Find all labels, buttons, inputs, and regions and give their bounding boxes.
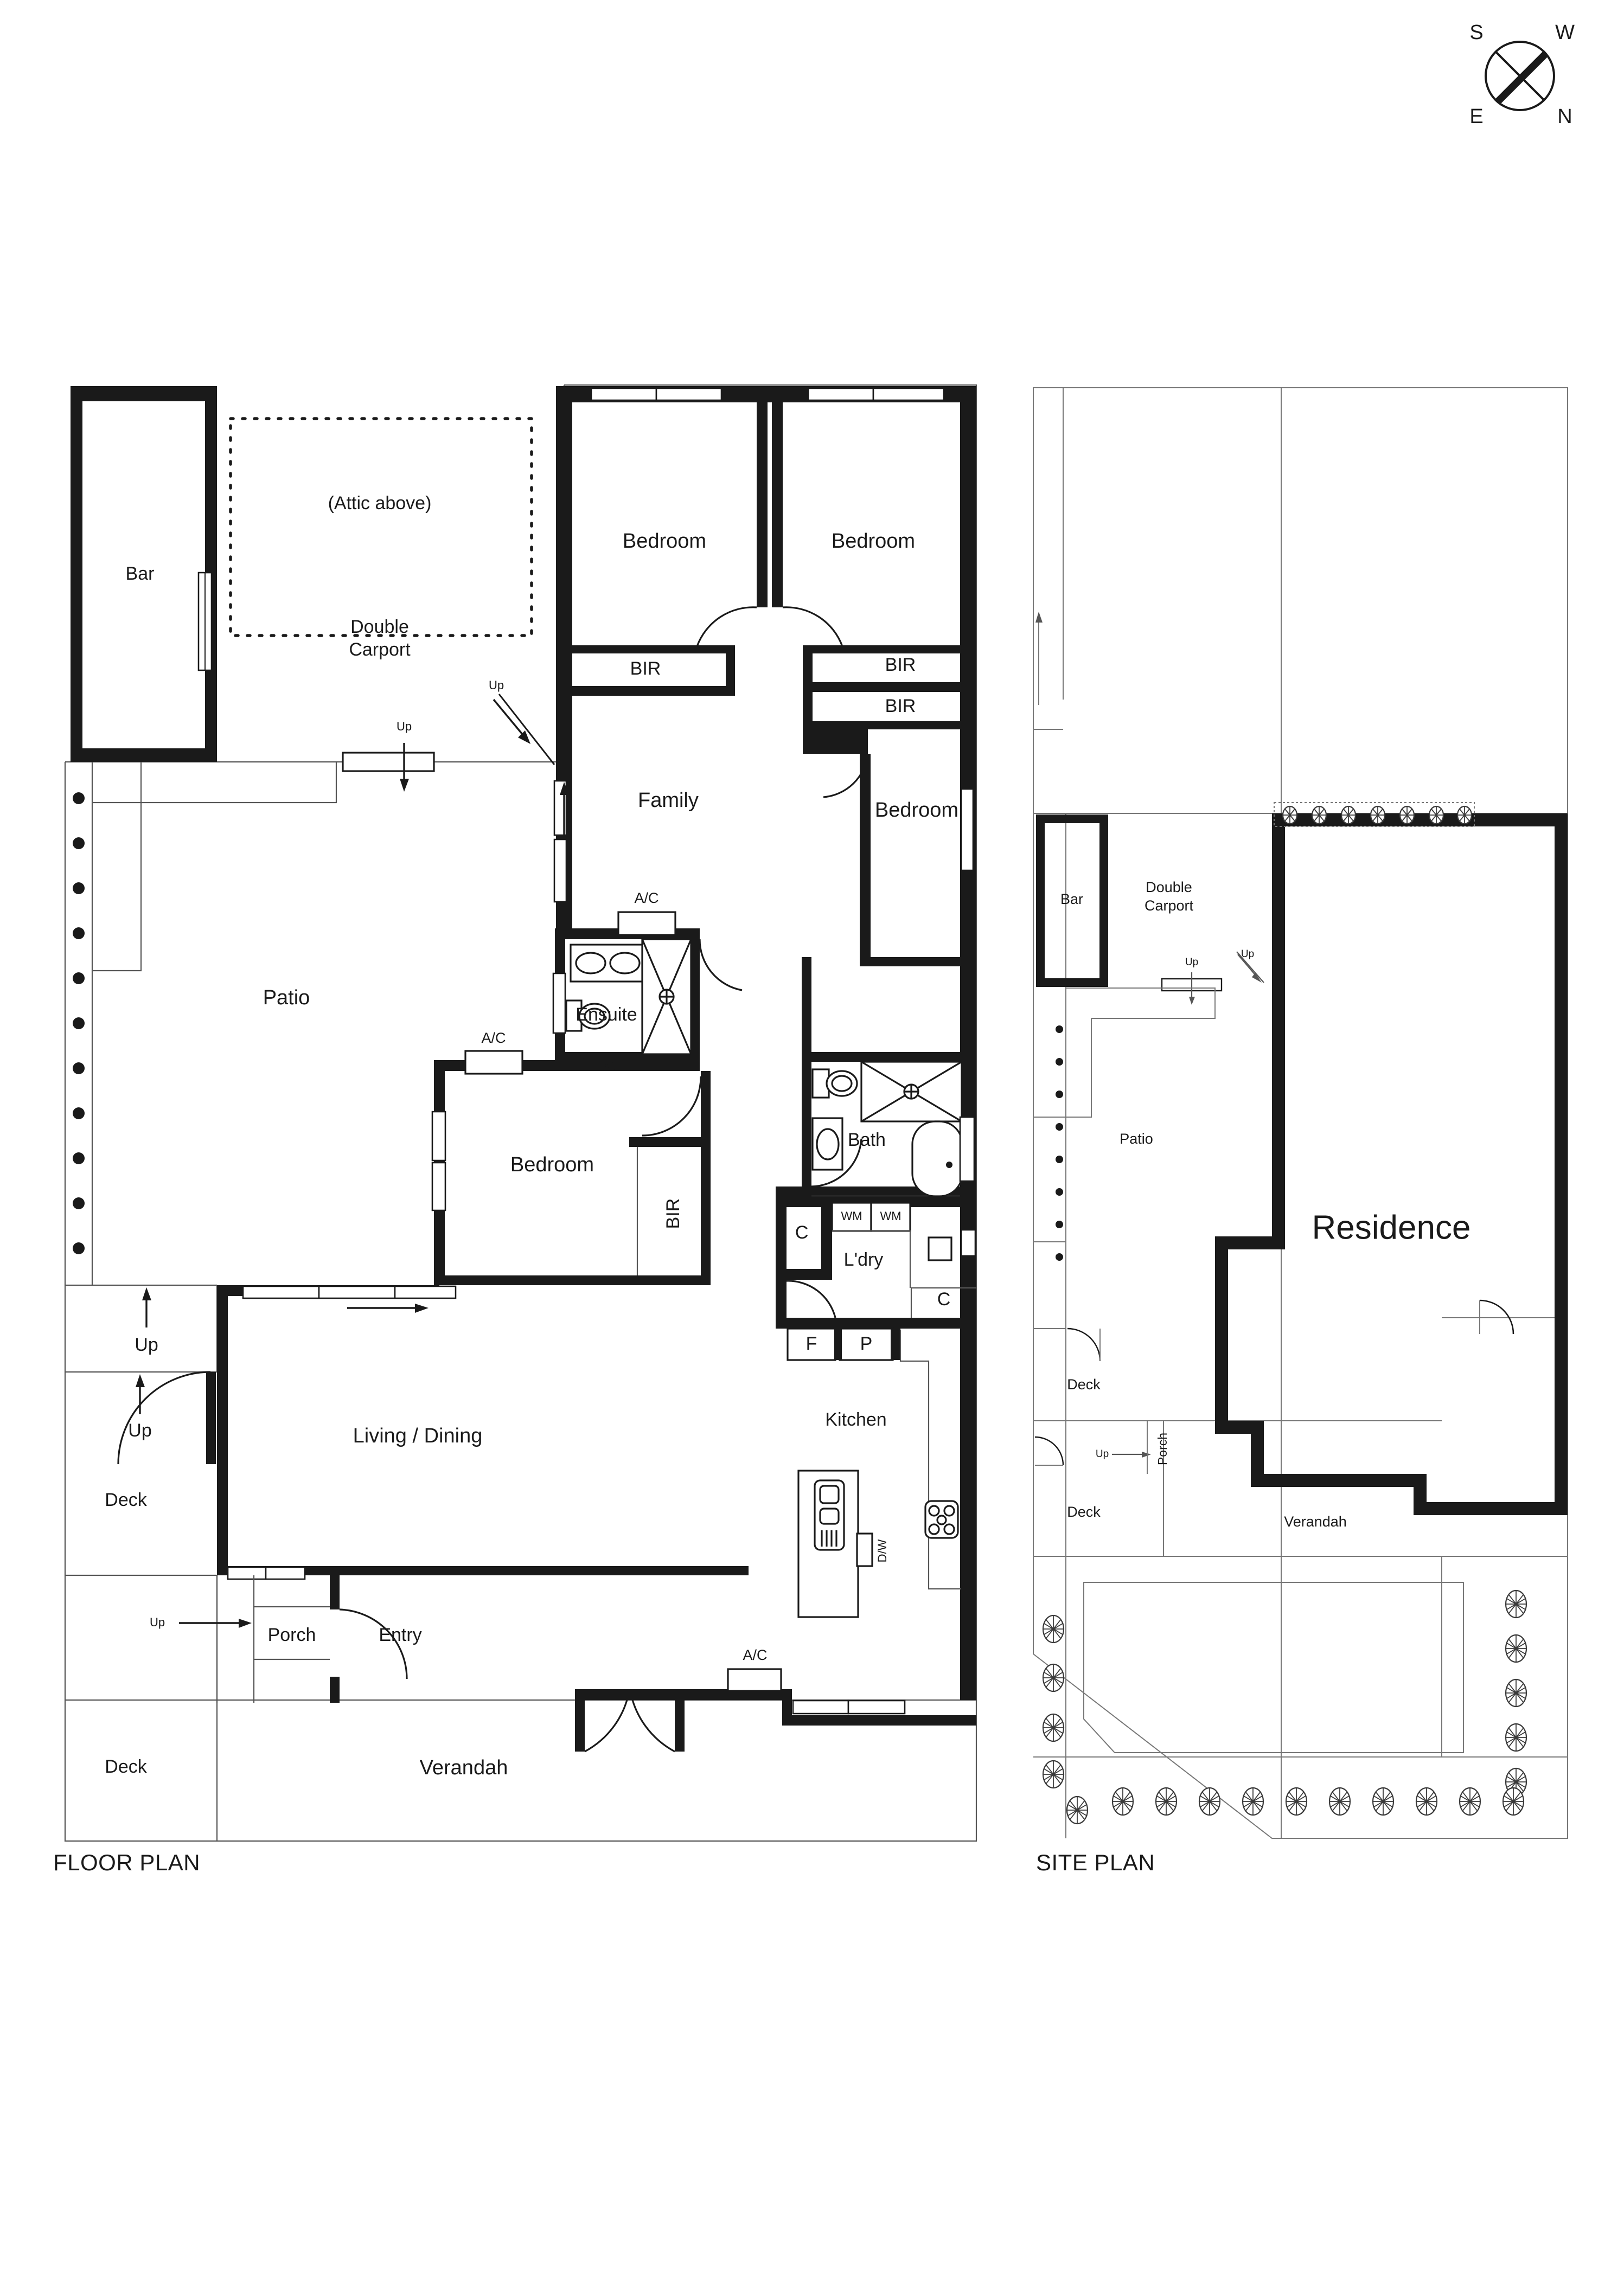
carport-stairs: Up Up xyxy=(342,678,555,792)
site-label-deck-1: Deck xyxy=(1067,1376,1101,1393)
room-bedroom-3: Bedroom xyxy=(860,754,976,966)
site-label-deck-2: Deck xyxy=(1067,1504,1101,1520)
site-label-carport-line2: Carport xyxy=(1145,897,1194,914)
room-label-kitchen: Kitchen xyxy=(825,1409,886,1430)
ensuite-arrow xyxy=(578,1052,624,1061)
site-up-label-3: Up xyxy=(1096,1448,1109,1460)
ac-unit-3 xyxy=(727,1668,782,1692)
ac-label-2: A/C xyxy=(481,1030,506,1046)
room-label-attic: (Attic above) xyxy=(328,493,432,514)
site-label-carport-line1: Double xyxy=(1146,879,1192,895)
robe-label-bir-4: BIR xyxy=(663,1198,683,1229)
compass-label-s: S xyxy=(1469,21,1483,44)
room-label-ensuite: Ensuite xyxy=(576,1004,637,1025)
wm-label-2: WM xyxy=(880,1209,901,1223)
room-label-patio: Patio xyxy=(263,986,310,1009)
site-label-bar: Bar xyxy=(1060,891,1083,907)
compass-label-n: N xyxy=(1557,105,1572,128)
ac-label-3: A/C xyxy=(743,1647,767,1663)
room-ensuite: A/C Ensuite xyxy=(552,890,743,1061)
room-double-carport: (Attic above) Double Carport xyxy=(206,417,533,660)
room-entry-porch: Up Porch Entry xyxy=(150,1566,749,1703)
cupboard-label-1: C xyxy=(795,1222,809,1243)
attic-outline xyxy=(229,417,533,637)
site-label-porch: Porch xyxy=(1155,1433,1169,1465)
family-left-wall xyxy=(553,762,572,930)
floor-plan-title: FLOOR PLAN xyxy=(53,1850,200,1875)
fridge-space xyxy=(787,1327,836,1361)
room-label-deck-1: Deck xyxy=(105,1490,147,1510)
compass-rose: S W E N xyxy=(1469,21,1575,128)
deck-group: Up Up Deck Deck xyxy=(105,1287,216,1777)
room-bar: Bar xyxy=(71,386,217,762)
site-up-label-2: Up xyxy=(1241,948,1254,960)
room-label-verandah: Verandah xyxy=(420,1756,508,1779)
robe-label-bir-1: BIR xyxy=(630,658,661,679)
site-deck-porch: Deck Deck Up Porch Verandah xyxy=(1034,1327,1347,1530)
up-label-2: Up xyxy=(489,678,504,692)
carport-direction-arrow xyxy=(206,426,215,504)
ac-unit-2 xyxy=(464,1050,523,1075)
room-label-carport-line2: Carport xyxy=(349,639,411,660)
compass-label-e: E xyxy=(1469,105,1483,128)
compass-label-w: W xyxy=(1555,21,1575,44)
room-bedroom-4: A/C Bedroom BIR xyxy=(431,1030,711,1285)
room-laundry: C WM WM C L'dry xyxy=(776,1187,976,1329)
site-up-label: Up xyxy=(1185,957,1198,968)
room-label-family: Family xyxy=(638,789,699,812)
patio-planter-dots xyxy=(73,792,85,1254)
fridge-label: F xyxy=(806,1333,817,1354)
ac-label-1: A/C xyxy=(634,890,658,906)
site-plan: Bar Double Carport Up Up xyxy=(1033,387,1568,1875)
up-label-1: Up xyxy=(397,720,412,733)
site-label-patio: Patio xyxy=(1120,1131,1153,1147)
room-kitchen: F P D/W Kitchen xyxy=(787,1327,961,1618)
room-label-carport-line1: Double xyxy=(350,617,409,637)
room-label-deck-2: Deck xyxy=(105,1756,147,1777)
robe-label-bir-2: BIR xyxy=(885,655,916,675)
room-label-bar: Bar xyxy=(126,563,155,584)
wm-label-1: WM xyxy=(841,1209,862,1223)
room-label-living-dining: Living / Dining xyxy=(353,1425,483,1447)
room-patio: Patio xyxy=(73,762,337,1285)
room-label-entry: Entry xyxy=(379,1625,421,1645)
site-label-verandah: Verandah xyxy=(1284,1513,1347,1530)
up-label-5: Up xyxy=(128,1420,151,1441)
room-verandah: A/C Verandah xyxy=(420,1647,976,1779)
door-bedroom-pair xyxy=(696,606,843,647)
room-label-bedroom-3: Bedroom xyxy=(875,799,958,822)
site-room-bar: Bar xyxy=(1036,814,1108,987)
pantry-label: P xyxy=(860,1333,873,1354)
window-group-top xyxy=(590,387,945,401)
room-label-porch: Porch xyxy=(268,1625,316,1645)
room-label-laundry: L'dry xyxy=(844,1249,884,1270)
robe-label-bir-3: BIR xyxy=(885,696,916,716)
dishwasher-label: D/W xyxy=(875,1539,889,1562)
room-label-bedroom-1: Bedroom xyxy=(623,530,706,553)
up-label-4: Up xyxy=(135,1335,158,1355)
site-label-residence: Residence xyxy=(1312,1209,1471,1246)
room-label-bedroom-4: Bedroom xyxy=(510,1153,594,1176)
room-label-bath: Bath xyxy=(848,1130,886,1150)
floor-plan: Bar (Attic above) Double Carport xyxy=(53,384,977,1875)
site-plan-title: SITE PLAN xyxy=(1036,1850,1155,1875)
ac-unit-1 xyxy=(617,911,676,936)
up-label-3: Up xyxy=(150,1615,165,1629)
cupboard-label-2: C xyxy=(937,1289,951,1310)
room-label-bedroom-2: Bedroom xyxy=(832,530,915,553)
